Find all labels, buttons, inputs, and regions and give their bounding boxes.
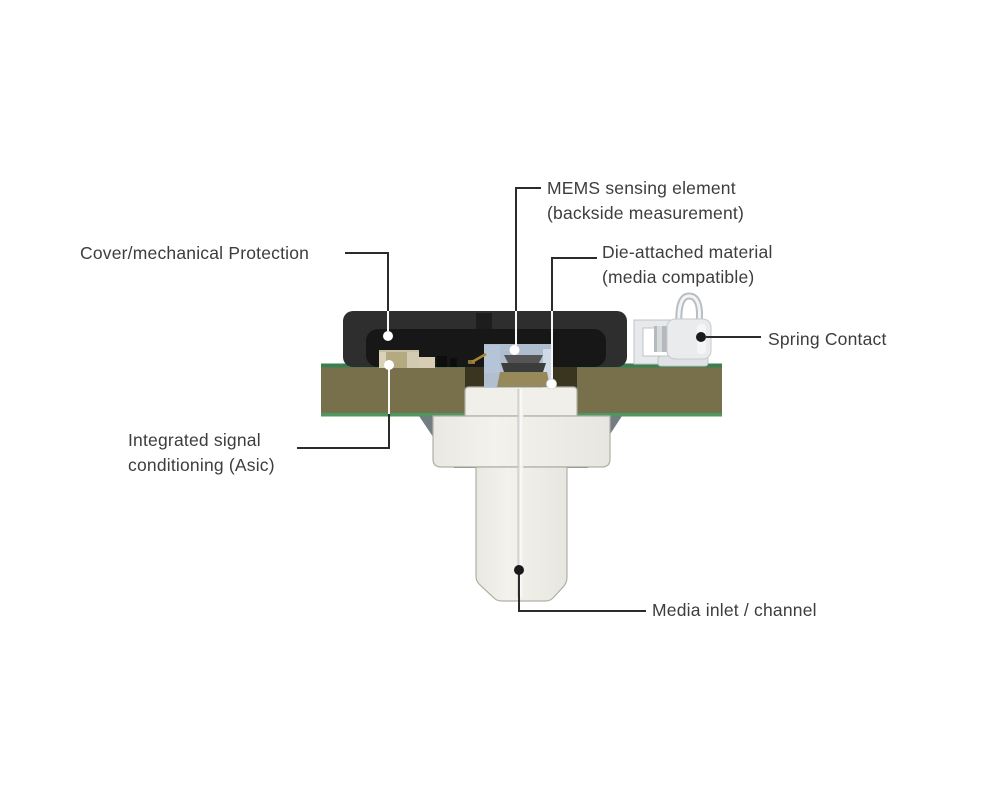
- media-inlet-label: Media inlet / channel: [652, 598, 817, 623]
- media-inlet-leader-line: [518, 570, 646, 612]
- bond-pad: [468, 360, 475, 364]
- asic-leader-line: [297, 413, 390, 449]
- mems-label-line2: (backside measurement): [547, 203, 744, 223]
- media-inlet-label-text: Media inlet / channel: [652, 600, 817, 620]
- asic-edge-right: [407, 352, 419, 368]
- component-chip: [450, 358, 457, 367]
- cover-callout-dot: [383, 331, 393, 341]
- die-attach-label: Die-attached material (media compatible): [602, 240, 773, 290]
- spring-barrel-highlight: [657, 326, 662, 352]
- spring-callout-dot: [696, 332, 706, 342]
- asic-edge-left: [379, 352, 386, 368]
- die-attach-label-line1: Die-attached material: [602, 242, 773, 262]
- mems-gel-column: [543, 349, 551, 388]
- mems-leader-line: [515, 187, 541, 311]
- media-channel-seam: [517, 389, 524, 597]
- die-attach-callout-dot: [546, 378, 557, 390]
- asic-label-line1: Integrated signal: [128, 430, 261, 450]
- cover-label: Cover/mechanical Protection: [80, 241, 309, 266]
- asic-label-line2: conditioning (Asic): [128, 455, 275, 475]
- component-chip: [437, 356, 447, 367]
- asic-callout-dot: [384, 360, 394, 370]
- mems-label: MEMS sensing element (backside measureme…: [547, 176, 744, 226]
- cover-bump: [476, 313, 492, 333]
- mems-backside-cavity: [501, 363, 546, 372]
- asic-extension: [419, 357, 435, 368]
- cover-label-text: Cover/mechanical Protection: [80, 243, 310, 263]
- spring-loop: [677, 294, 701, 325]
- die-attach-leader-line: [551, 257, 597, 311]
- asic-label: Integrated signal conditioning (Asic): [128, 428, 275, 478]
- spring-contact-label: Spring Contact: [768, 327, 887, 352]
- mems-callout-dot: [509, 345, 520, 355]
- mems-label-line1: MEMS sensing element: [547, 178, 736, 198]
- wire-bond: [471, 352, 487, 364]
- mems-diaphragm: [504, 355, 543, 363]
- die-attach-material: [497, 372, 550, 387]
- cover-leader-line: [345, 252, 389, 311]
- media-inlet-callout-dot: [514, 565, 524, 575]
- spring-contact-label-text: Spring Contact: [768, 329, 887, 349]
- die-attach-label-line2: (media compatible): [602, 267, 755, 287]
